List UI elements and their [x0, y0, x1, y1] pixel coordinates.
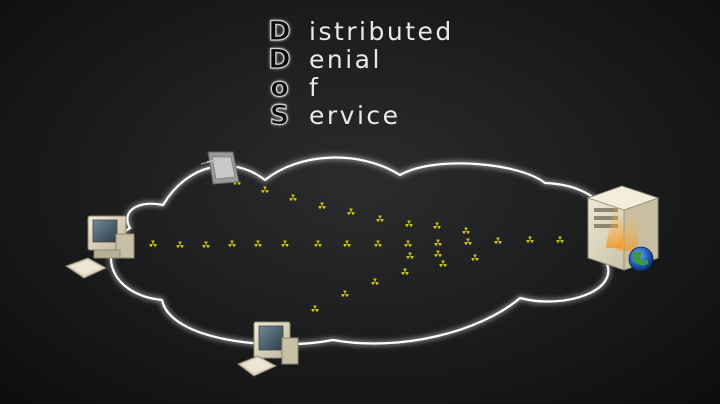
title-word: ervice [309, 101, 401, 130]
radiation-icon [405, 220, 413, 228]
radiation-icon [556, 236, 564, 244]
radiation-icon [401, 268, 409, 276]
ddos-title: D istributed D enial o f S ervice [266, 16, 454, 131]
title-row-of: o f [266, 72, 454, 103]
radiation-icon [176, 241, 184, 249]
radiation-icon [371, 278, 379, 286]
network-cloud [110, 156, 613, 346]
radiation-icon [434, 250, 442, 258]
radiation-icon [494, 237, 502, 245]
attack-packets [149, 178, 564, 331]
radiation-icon [343, 240, 351, 248]
globe-icon [628, 246, 654, 272]
title-row-denial: D enial [266, 44, 454, 75]
title-initial: D [268, 44, 292, 75]
title-word: enial [309, 45, 382, 74]
radiation-icon [228, 240, 236, 248]
radiation-icon [149, 240, 157, 248]
radiation-icon [471, 254, 479, 262]
radiation-icon [311, 305, 319, 313]
title-row-service: S ervice [266, 100, 454, 131]
radiation-icon [526, 236, 534, 244]
title-word: istributed [309, 17, 454, 46]
radiation-icon [433, 222, 441, 230]
radiation-icon [202, 241, 210, 249]
radiation-icon [261, 186, 269, 194]
radiation-icon [347, 208, 355, 216]
radiation-icon [289, 194, 297, 202]
radiation-icon [254, 240, 262, 248]
radiation-icon [341, 290, 349, 298]
radiation-icon [376, 215, 384, 223]
radiation-icon [434, 239, 442, 247]
desktop-computer-left-icon [64, 215, 135, 279]
pda-device-icon [200, 151, 240, 185]
radiation-icon [462, 227, 470, 235]
radiation-icon [464, 238, 472, 246]
radiation-icon [374, 240, 382, 248]
radiation-icon [439, 260, 447, 268]
title-word: f [309, 73, 321, 102]
radiation-icon [406, 252, 414, 260]
radiation-icon [281, 240, 289, 248]
title-initial: S [269, 100, 290, 131]
title-initial: o [270, 72, 290, 103]
radiation-icon [314, 240, 322, 248]
radiation-icon [318, 202, 326, 210]
radiation-icon [404, 240, 412, 248]
title-row-distributed: D istributed [266, 16, 454, 47]
title-initial: D [268, 16, 292, 47]
desktop-computer-bottom-icon [236, 321, 299, 377]
